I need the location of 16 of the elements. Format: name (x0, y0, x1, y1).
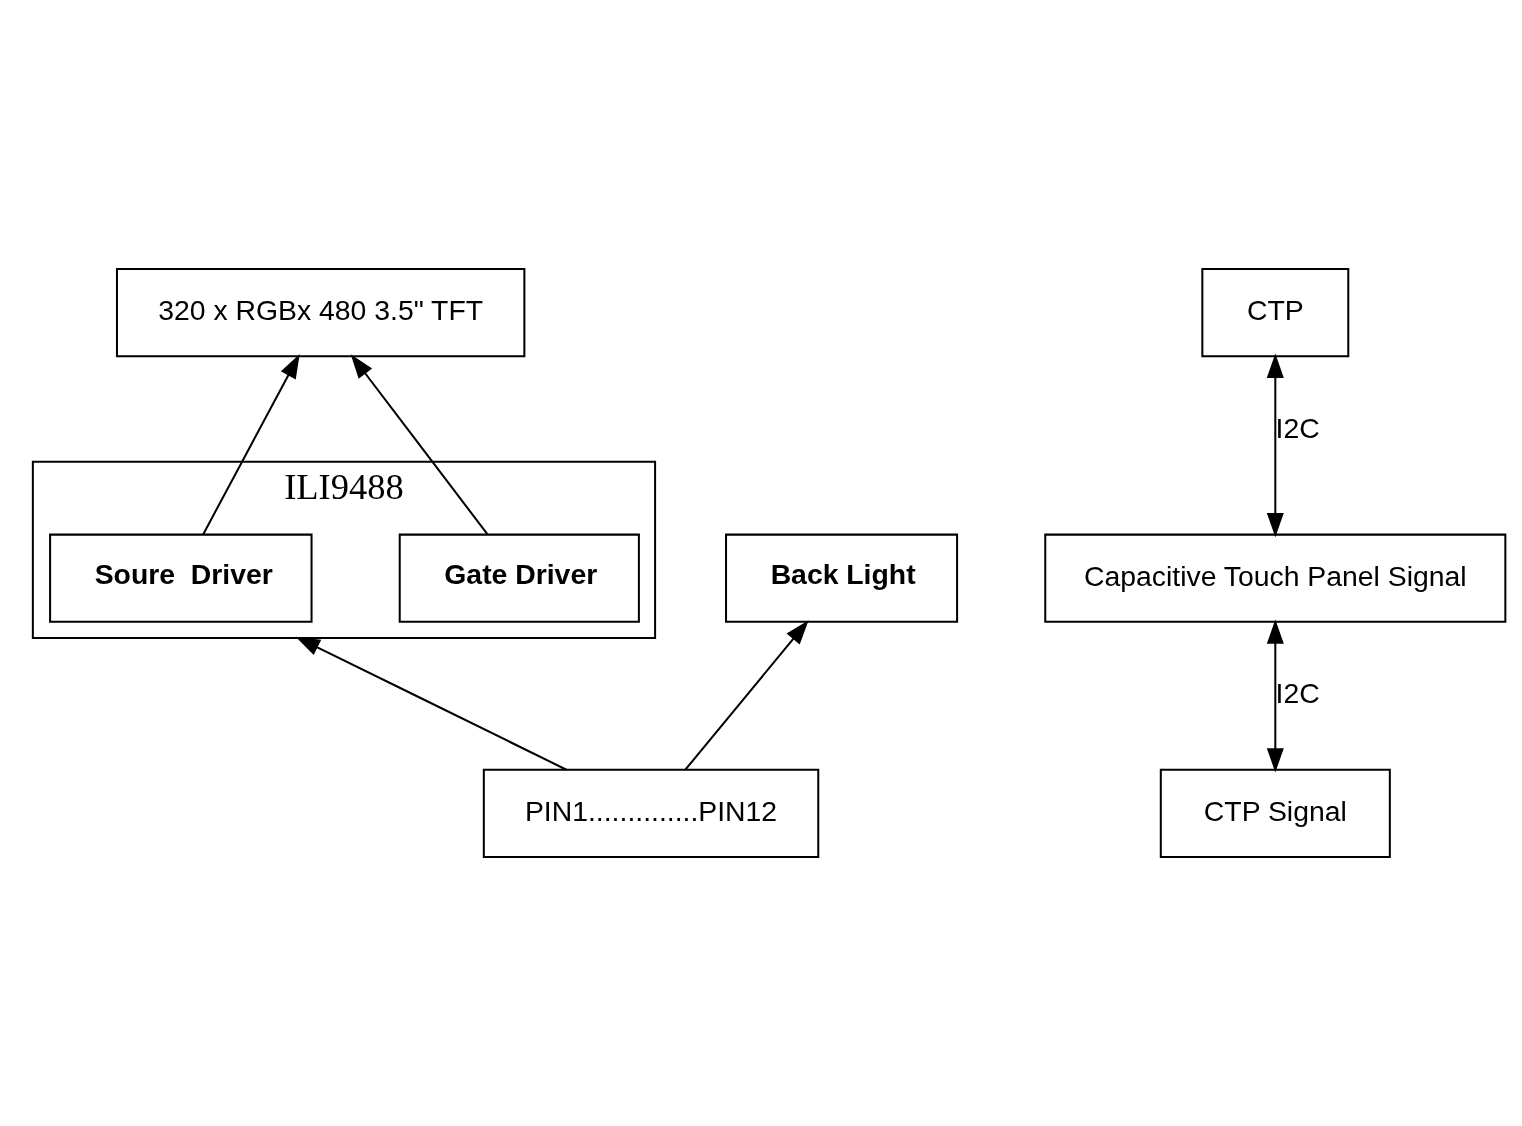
node-box: CTP (1201, 268, 1350, 358)
arrow (295, 636, 567, 771)
arrow (1266, 619, 1284, 773)
node-box: PIN1..............PIN12 (482, 768, 820, 858)
node-box: Back Light (725, 533, 959, 623)
arrow (1266, 353, 1284, 538)
arrow (202, 353, 300, 535)
edge-label: I2C (1275, 677, 1320, 710)
node-box: Gate Driver (398, 533, 640, 623)
node-box: Soure Driver (49, 533, 313, 623)
node-box: CTP Signal (1159, 768, 1391, 858)
arrow (684, 620, 809, 771)
node-box: Capacitive Touch Panel Signal (1044, 533, 1507, 623)
edge-label: I2C (1275, 411, 1320, 444)
node-box: 320 x RGBx 480 3.5" TFT (115, 268, 526, 358)
arrow (350, 354, 489, 535)
